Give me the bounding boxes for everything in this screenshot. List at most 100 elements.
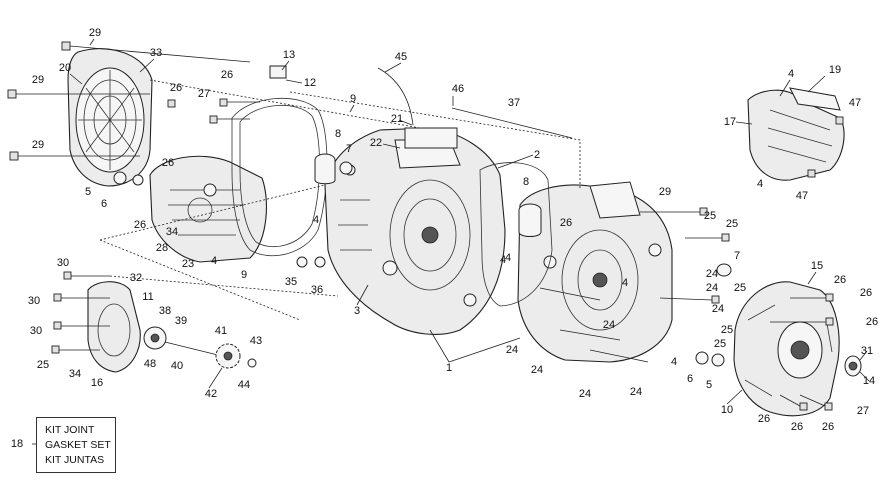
callout-label: 26 <box>821 421 835 433</box>
callout-label: 24 <box>711 303 725 315</box>
right-upper-cover <box>747 87 845 181</box>
callout-label: 45 <box>394 51 408 63</box>
callout-label: 4 <box>312 214 320 226</box>
callout-label: 24 <box>705 268 719 280</box>
callout-label: 25 <box>720 324 734 336</box>
callout-label: 29 <box>658 186 672 198</box>
callout-label: 25 <box>725 218 739 230</box>
callout-label: 26 <box>859 287 873 299</box>
callout-label: 30 <box>27 295 41 307</box>
callout-label: 26 <box>133 219 147 231</box>
washer-44 <box>247 358 257 368</box>
callout-label: 4 <box>210 255 218 267</box>
gasket-9 <box>231 97 328 257</box>
callout-label: 24 <box>530 364 544 376</box>
kit-label-es: KIT JUNTAS <box>45 454 105 466</box>
callout-label: 33 <box>149 47 163 59</box>
callout-label: 9 <box>349 93 357 105</box>
callout-label: 31 <box>860 345 874 357</box>
callout-label: 8 <box>522 176 530 188</box>
callout-label: 26 <box>865 316 879 328</box>
crankcase-right-half <box>517 181 673 363</box>
callout-label: 10 <box>720 404 734 416</box>
callout-label: 26 <box>833 274 847 286</box>
callout-label: 29 <box>88 27 102 39</box>
callout-label: 19 <box>828 64 842 76</box>
gasket-kit-box: KIT JOINT GASKET SET KIT JUNTAS <box>36 417 116 473</box>
assembly-dash-lines <box>99 79 581 321</box>
breather-hose <box>377 67 414 126</box>
callout-label: 26 <box>559 217 573 229</box>
callout-label: 25 <box>36 359 50 371</box>
callout-label: 47 <box>795 190 809 202</box>
callout-label: 7 <box>345 143 353 155</box>
callout-label: 3 <box>353 305 361 317</box>
sleeve-8 <box>314 153 542 237</box>
callout-label: 15 <box>810 260 824 272</box>
callout-label: 25 <box>733 282 747 294</box>
gasket-2 <box>479 162 553 307</box>
callout-label: 40 <box>170 360 184 372</box>
callout-label: 4 <box>499 254 507 266</box>
callout-label: 25 <box>713 338 727 350</box>
callout-label: 12 <box>303 77 317 89</box>
callout-label: 25 <box>703 210 717 222</box>
callout-label: 2 <box>533 149 541 161</box>
callout-label: 48 <box>143 358 157 370</box>
callout-label: 7 <box>733 250 741 262</box>
callout-label: 26 <box>757 413 771 425</box>
callout-label: 9 <box>240 269 248 281</box>
callout-label: 24 <box>602 319 616 331</box>
callout-label: 32 <box>129 272 143 284</box>
callout-label: 14 <box>862 375 876 387</box>
callout-label: 36 <box>310 284 324 296</box>
callout-label: 34 <box>165 226 179 238</box>
callout-label: 6 <box>686 373 694 385</box>
callout-label: 4 <box>621 277 629 289</box>
ignition-cover <box>67 48 153 187</box>
callout-label: 42 <box>204 388 218 400</box>
callout-label: 23 <box>181 258 195 270</box>
rod-37 <box>451 107 573 139</box>
crankcase-left-half <box>324 127 506 335</box>
callout-label: 4 <box>670 356 678 368</box>
callout-label: 4 <box>756 178 764 190</box>
kit-number: 18 <box>10 438 24 450</box>
callout-label: 24 <box>505 344 519 356</box>
callout-label: 4 <box>504 252 512 264</box>
callout-label: 20 <box>58 62 72 74</box>
small-bolts <box>51 65 844 411</box>
callout-label: 30 <box>56 257 70 269</box>
callout-label: 1 <box>445 362 453 374</box>
clutch-cover <box>149 155 267 263</box>
callout-label: 8 <box>334 128 342 140</box>
callout-label: 38 <box>158 305 172 317</box>
callout-label: 17 <box>723 116 737 128</box>
callout-label: 27 <box>197 88 211 100</box>
callout-label: 47 <box>848 97 862 109</box>
callout-label: 34 <box>68 368 82 380</box>
callout-label: 13 <box>282 49 296 61</box>
right-crankcase-cover <box>733 281 840 417</box>
callout-label: 24 <box>629 386 643 398</box>
callout-leaders <box>32 38 870 445</box>
callout-label: 26 <box>169 82 183 94</box>
callout-label: 24 <box>705 282 719 294</box>
callout-label: 29 <box>31 139 45 151</box>
callout-label: 39 <box>174 315 188 327</box>
callout-label: 24 <box>578 388 592 400</box>
water-pump-cover <box>87 281 141 373</box>
callout-label: 22 <box>369 137 383 149</box>
callout-label: 26 <box>161 157 175 169</box>
callout-label: 5 <box>705 379 713 391</box>
callout-label: 35 <box>284 276 298 288</box>
callout-label: 21 <box>390 113 404 125</box>
callout-label: 30 <box>29 325 43 337</box>
gear-42 <box>215 343 241 369</box>
callout-label: 44 <box>237 379 251 391</box>
water-pump-impeller <box>143 326 167 350</box>
callout-label: 5 <box>84 186 92 198</box>
seal-31 <box>844 355 862 377</box>
